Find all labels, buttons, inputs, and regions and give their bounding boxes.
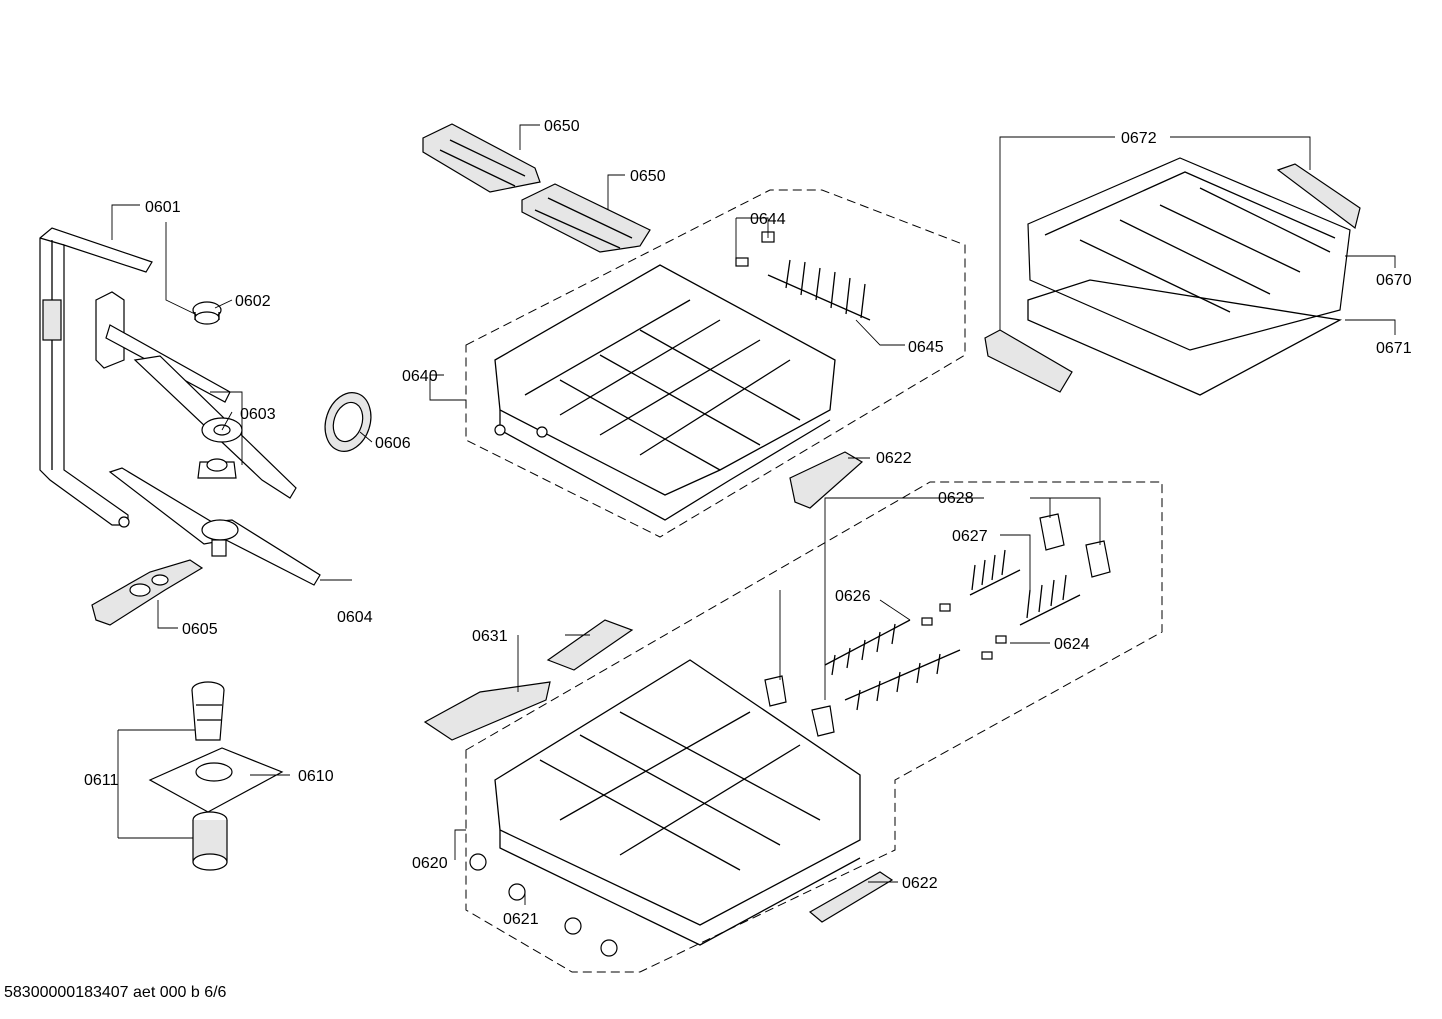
label-0606: 0606 bbox=[375, 435, 411, 452]
label-0631: 0631 bbox=[472, 628, 508, 645]
lower-basket-boundary bbox=[465, 481, 1163, 973]
label-0601: 0601 bbox=[145, 199, 181, 216]
label-0610: 0610 bbox=[298, 768, 334, 785]
water-supply-pipe bbox=[39, 227, 153, 528]
label-0605: 0605 bbox=[182, 621, 218, 638]
tine-row-fold bbox=[969, 549, 1081, 626]
small-clip-set bbox=[921, 603, 1007, 660]
cutlery-drawer bbox=[1027, 157, 1351, 351]
cutlery-rack-insert-lower bbox=[521, 183, 651, 253]
tine-row-lower bbox=[824, 619, 961, 711]
basket-handle-upper bbox=[789, 451, 864, 509]
label-0621: 0621 bbox=[503, 911, 539, 928]
connector-ring bbox=[192, 301, 222, 325]
tine-bracket-set bbox=[764, 513, 1111, 737]
upper-dish-basket bbox=[494, 264, 836, 521]
drawer-side-rail-right bbox=[1276, 163, 1361, 230]
lower-spray-arm bbox=[108, 467, 321, 586]
drawer-side-holder bbox=[984, 329, 1073, 393]
label-0603: 0603 bbox=[240, 406, 276, 423]
label-0670: 0670 bbox=[1376, 272, 1412, 289]
upper-spray-arm bbox=[95, 291, 297, 499]
label-0622-upper: 0622 bbox=[876, 450, 912, 467]
spray-disc bbox=[324, 392, 372, 452]
label-0640: 0640 bbox=[402, 368, 438, 385]
leader-lines bbox=[111, 124, 1396, 905]
label-0622-lower: 0622 bbox=[902, 875, 938, 892]
drawer-rail-frame bbox=[1027, 279, 1343, 396]
cutlery-holder-rack bbox=[423, 619, 634, 741]
drawing-reference-footer: 58300000183407 aet 000 b 6/6 bbox=[4, 984, 227, 1001]
flat-filter bbox=[148, 747, 284, 813]
basket-wheel-set bbox=[469, 853, 618, 957]
filter-plate bbox=[91, 559, 204, 626]
cutlery-rack-insert-upper bbox=[422, 123, 541, 193]
label-0672: 0672 bbox=[1121, 130, 1157, 147]
label-0620: 0620 bbox=[412, 855, 448, 872]
fine-filter-assembly bbox=[191, 681, 225, 741]
label-0628: 0628 bbox=[938, 490, 974, 507]
label-0671: 0671 bbox=[1376, 340, 1412, 357]
label-0604: 0604 bbox=[337, 609, 373, 626]
label-0650-b: 0650 bbox=[630, 168, 666, 185]
micro-filter-cylinder bbox=[192, 811, 228, 871]
label-0645: 0645 bbox=[908, 339, 944, 356]
label-0624: 0624 bbox=[1054, 636, 1090, 653]
label-0602: 0602 bbox=[235, 293, 271, 310]
folding-tine-row bbox=[767, 259, 871, 321]
upper-basket-boundary bbox=[465, 189, 966, 538]
lower-dish-basket bbox=[494, 659, 861, 946]
label-0626: 0626 bbox=[835, 588, 871, 605]
label-0644: 0644 bbox=[750, 211, 786, 228]
basket-handle-lower bbox=[808, 871, 894, 923]
label-0650-a: 0650 bbox=[544, 118, 580, 135]
label-0611: 0611 bbox=[84, 772, 119, 789]
label-0627: 0627 bbox=[952, 528, 988, 545]
